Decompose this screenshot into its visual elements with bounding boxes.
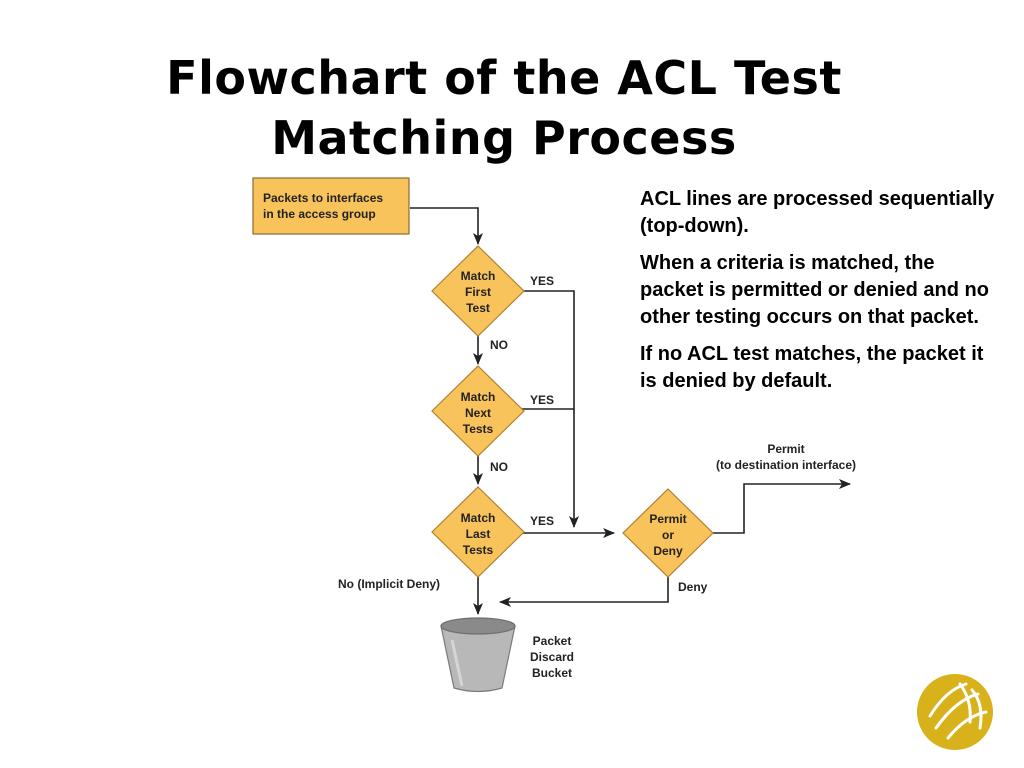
- label-no-next: NO: [490, 460, 508, 474]
- slide-title: Flowchart of the ACL Test Matching Proce…: [0, 48, 1008, 168]
- connectors: [410, 207, 851, 615]
- decision-first-line-1: Match: [461, 269, 496, 283]
- decision-permit-line-3: Deny: [653, 544, 683, 558]
- decision-permit-or-deny: Permit or Deny: [622, 488, 714, 578]
- trash-bucket-icon: [440, 617, 516, 693]
- note-match-behavior: When a criteria is matched, the packet i…: [640, 252, 989, 328]
- decision-last-line-3: Tests: [463, 543, 494, 557]
- label-yes-next: YES: [530, 393, 554, 407]
- note-sequential: ACL lines are processed sequentially (to…: [640, 188, 995, 237]
- title-line-1: Flowchart of the ACL Test: [166, 51, 842, 105]
- start-box: Packets to interfaces in the access grou…: [252, 177, 410, 235]
- decision-permit-line-2: or: [662, 528, 674, 542]
- label-permit-line-1: Permit: [767, 442, 804, 456]
- bucket-label-line-1: Packet: [533, 634, 572, 648]
- note-implicit-deny: If no ACL test matches, the packet it is…: [640, 343, 984, 392]
- bucket-label-line-2: Discard: [530, 650, 574, 664]
- label-yes-first: YES: [530, 274, 554, 288]
- label-permit-line-2: (to destination interface): [716, 458, 856, 472]
- arrow-deny-to-bucket: [499, 577, 669, 607]
- decision-last-line-1: Match: [461, 511, 496, 525]
- decision-next-tests: Match Next Tests: [431, 365, 525, 457]
- arrow-start-to-first: [410, 207, 483, 245]
- label-implicit-deny: No (Implicit Deny): [338, 577, 440, 591]
- publisher-logo-icon: [917, 674, 993, 750]
- decision-next-line-2: Next: [465, 406, 491, 420]
- start-box-line-1: Packets to interfaces: [263, 191, 383, 205]
- decision-first-test: Match First Test: [431, 245, 525, 337]
- notes-panel: ACL lines are processed sequentially (to…: [640, 186, 1000, 405]
- start-box-line-2: in the access group: [263, 207, 376, 221]
- label-no-first: NO: [490, 338, 508, 352]
- bucket-label-line-3: Bucket: [532, 666, 572, 680]
- decision-permit-line-1: Permit: [649, 512, 686, 526]
- decision-next-line-1: Match: [461, 390, 496, 404]
- label-deny: Deny: [678, 580, 708, 594]
- decision-first-line-2: First: [465, 285, 491, 299]
- decision-next-line-3: Tests: [463, 422, 494, 436]
- label-yes-last: YES: [530, 514, 554, 528]
- arrow-first-yes: [522, 290, 579, 528]
- arrow-permit-out: [713, 479, 851, 534]
- decision-last-tests: Match Last Tests: [431, 486, 525, 578]
- decision-first-line-3: Test: [466, 301, 490, 315]
- decision-last-line-2: Last: [466, 527, 491, 541]
- title-line-2: Matching Process: [271, 111, 737, 165]
